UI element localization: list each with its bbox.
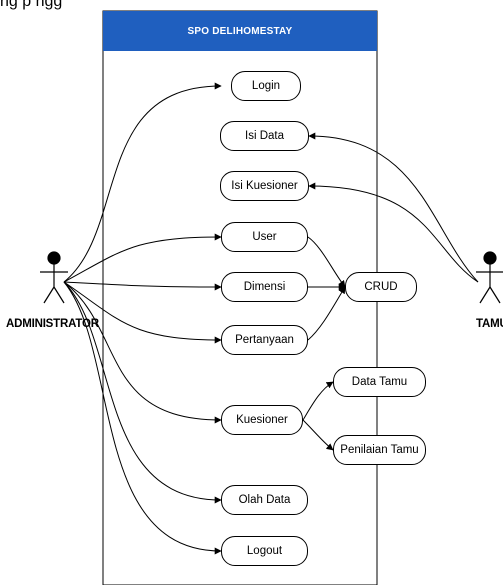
- use-case-dimensi: Dimensi: [221, 272, 308, 302]
- crud-relations: [307, 236, 346, 341]
- administrator-label: ADMINISTRATOR: [6, 318, 99, 330]
- assoc-tamu-isi-kuesioner: [308, 182, 479, 283]
- assoc-admin-dimensi: [63, 281, 222, 291]
- administrator-actor-figure: [40, 251, 68, 304]
- kuesioner-relations: [302, 381, 334, 451]
- use-case-isi-data: Isi Data: [220, 121, 309, 151]
- use-case-isi-kuesioner: Isi Kuesioner: [220, 171, 309, 201]
- rel-kuesioner-data-tamu: [302, 381, 334, 421]
- use-case-olah-data: Olah Data: [221, 485, 308, 515]
- use-case-logout: Logout: [221, 536, 308, 566]
- rel-kuesioner-penilaian-tamu: [302, 419, 334, 451]
- assoc-admin-pertanyaan: [63, 281, 222, 344]
- assoc-admin-olah-data: [63, 281, 222, 504]
- use-case-crud: CRUD: [345, 272, 417, 302]
- tamu-actor-figure: [476, 251, 503, 304]
- rel-pertanyaan-crud: [307, 286, 346, 341]
- system-title-bar: [103, 11, 377, 51]
- assoc-admin-kuesioner: [63, 281, 222, 424]
- assoc-admin-login: [63, 82, 222, 283]
- use-case-kuesioner: Kuesioner: [221, 405, 303, 435]
- use-case-user: User: [221, 222, 308, 252]
- use-case-data-tamu: Data Tamu: [333, 367, 426, 397]
- tamu-label: TAMU: [476, 318, 503, 330]
- rel-user-crud: [307, 236, 346, 288]
- tamu-associations: [308, 132, 479, 283]
- assoc-admin-logout: [63, 281, 222, 555]
- use-case-pertanyaan: Pertanyaan: [221, 325, 308, 355]
- system-title: SPO DELIHOMESTAY: [187, 25, 293, 37]
- assoc-tamu-isi-data: [308, 132, 479, 283]
- use-case-login: Login: [231, 71, 301, 101]
- admin-associations: [63, 82, 222, 555]
- assoc-admin-user: [63, 233, 222, 283]
- use-case-penilaian-tamu: Penilaian Tamu: [333, 435, 426, 465]
- cropped-header-text: ng p ngg: [0, 0, 63, 10]
